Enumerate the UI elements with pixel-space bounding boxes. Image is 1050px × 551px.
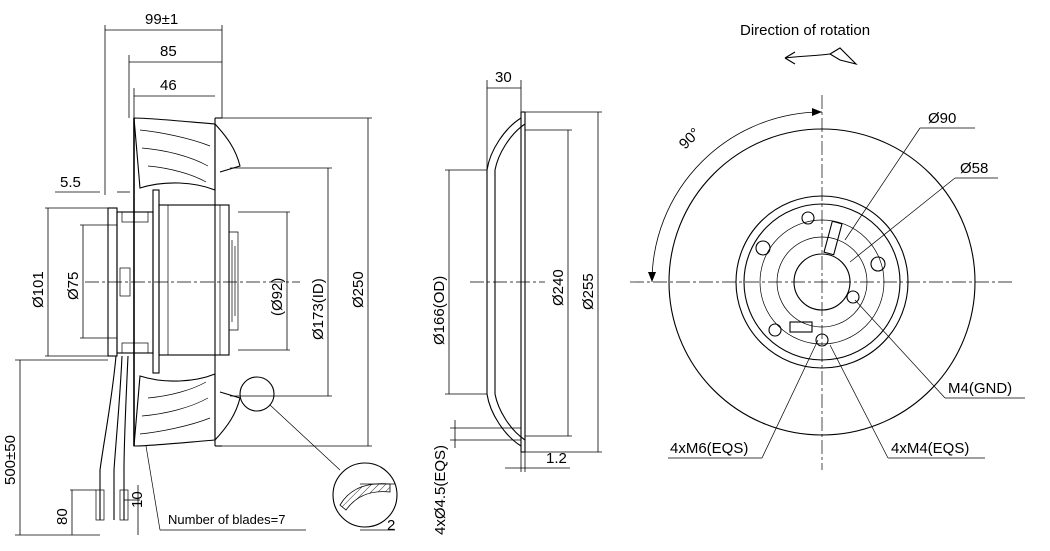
dim-cable-length: 500±50: [2, 435, 19, 485]
front-view: 90° Direction of rotation Ø90 Ø58 M4(GND…: [630, 22, 1025, 470]
rotation-label: Direction of rotation: [740, 22, 870, 39]
angle-label: 90°: [676, 125, 704, 153]
dim-80: 80: [54, 508, 71, 525]
dim-d166: Ø166(OD): [431, 276, 448, 345]
dim-30: 30: [495, 69, 512, 86]
dim-holes: 4xØ4.5(EQS): [432, 445, 449, 535]
label-m4: 4xM4(EQS): [891, 440, 969, 457]
side-view: 99±1 85 46 5.5 Ø101 Ø75 (Ø92) Ø173(ID) Ø…: [2, 11, 398, 536]
dim-d240: Ø240: [550, 269, 567, 306]
dim-d75: Ø75: [65, 272, 82, 300]
label-m6: 4xM6(EQS): [670, 440, 748, 457]
dim-d58: Ø58: [960, 160, 988, 177]
dim-1-2: 1.2: [546, 450, 567, 467]
blades-note: Number of blades=7: [168, 512, 285, 527]
dim-overall-length: 99±1: [145, 11, 178, 28]
dim-85: 85: [160, 43, 177, 60]
dim-d173: Ø173(ID): [310, 278, 327, 340]
dim-d250: Ø250: [350, 271, 367, 308]
dim-d101: Ø101: [30, 271, 47, 308]
dim-5-5: 5.5: [60, 174, 81, 191]
dim-46: 46: [160, 77, 177, 94]
dim-d92: (Ø92): [269, 278, 286, 316]
dim-detail-2: 2: [387, 517, 395, 534]
dim-d255: Ø255: [580, 273, 597, 310]
dim-d90: Ø90: [928, 110, 956, 127]
inlet-view: 30 Ø166(OD) Ø240 Ø255 4xØ4.5(EQS) 1.2: [431, 69, 602, 535]
dim-10: 10: [129, 491, 146, 508]
label-gnd: M4(GND): [948, 380, 1012, 397]
